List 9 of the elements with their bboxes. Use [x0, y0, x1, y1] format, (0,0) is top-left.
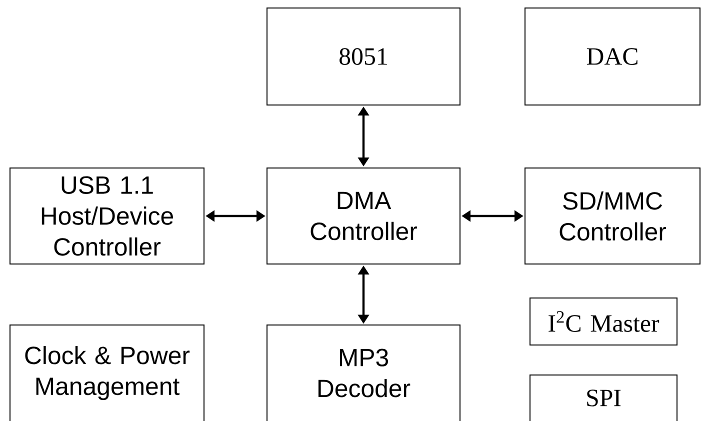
block-box: DMA Controller	[266, 168, 460, 264]
block-box: Clock & Power Management	[10, 324, 204, 421]
block-box: DAC	[524, 8, 700, 106]
block-box: USB 1.1 Host/Device Controller	[10, 168, 204, 264]
block-box: I$^{2}$C Master	[530, 298, 678, 346]
block-box: MP3 Decoder	[266, 324, 460, 421]
block-box: SPI	[530, 374, 678, 421]
block-box: 8051	[266, 8, 460, 106]
block-box: SD/MMC Controller	[524, 168, 700, 264]
